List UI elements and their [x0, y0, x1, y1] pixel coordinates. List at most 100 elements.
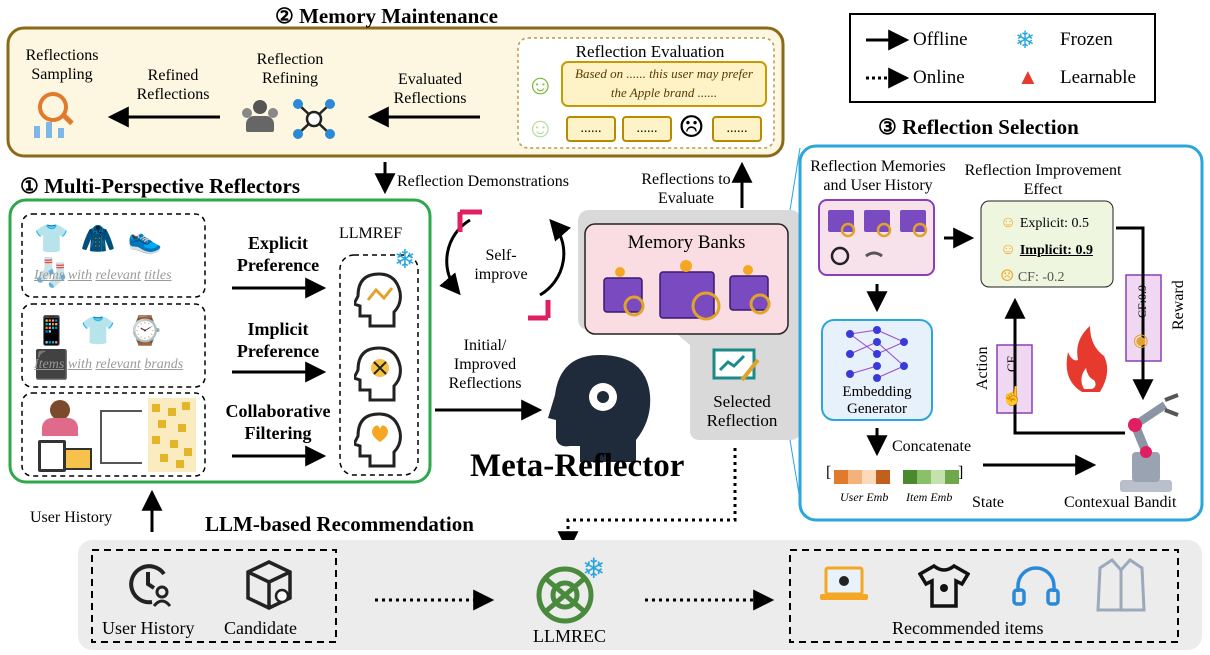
bracket-right: ]	[958, 464, 964, 481]
self-improve-label: Self-improve	[474, 247, 528, 283]
input-box	[91, 549, 337, 643]
interaction-matrix-icon	[148, 398, 196, 472]
selected-reflection-icon	[712, 346, 762, 386]
reflector-row-3-box	[21, 392, 206, 477]
smile-icon: ☺	[526, 70, 555, 101]
zoom-line-bottom	[789, 439, 801, 501]
explicit-head-icon	[351, 270, 404, 330]
demonstrations-label: Reflection Demonstrations	[397, 173, 569, 190]
to-evaluate-label: Reflections to Evaluate	[641, 171, 731, 207]
action-label: Action	[974, 346, 991, 390]
happy-face-icon: ☺	[1000, 241, 1017, 258]
surprised-face-icon: ☹	[1000, 268, 1015, 285]
effects-box	[980, 200, 1114, 288]
meta-reflector-label: Meta-Reflector	[470, 448, 685, 484]
effects-list: ☺ Explicit: 0.5 ☺ Implicit: 0.9 ☹ CF: -0…	[1000, 210, 1093, 291]
item-emb-label: Item Emb	[906, 490, 953, 504]
pink-corner-1	[457, 209, 482, 232]
embedding-label: Embedding Generator	[842, 384, 912, 417]
candidate-box-icon	[244, 558, 294, 612]
dots-box-1: ......	[566, 116, 616, 142]
llmref-frozen-icon: ❄	[394, 245, 416, 274]
jacket-icon: 🧥	[80, 224, 128, 255]
bandit-robot-icon	[1120, 393, 1179, 492]
evaluation-text: Based on ...... this user may prefer the…	[575, 66, 753, 100]
sampling-label: Reflections Sampling	[25, 47, 99, 83]
concatenate-label: Concatenate	[892, 438, 972, 455]
llmref-label: LLMREF	[339, 225, 403, 242]
state-label: State	[972, 494, 1004, 511]
sad-face-icon: ☹	[678, 111, 705, 144]
initial-improved-label: Initial/ Improved Reflections	[448, 337, 522, 392]
effect-implicit: Implicit: 0.9	[1019, 243, 1093, 258]
selected-reflection-label: Selected Reflection	[706, 392, 778, 430]
pink-corner-2	[528, 300, 551, 321]
output-box	[789, 549, 1179, 643]
memory-banks-label: Memory Banks	[627, 232, 746, 253]
history-user-icon	[124, 560, 174, 610]
apple-tshirt-icon	[917, 562, 971, 608]
legend-offline: Offline	[913, 29, 968, 50]
network-icon	[290, 96, 338, 142]
coin-hand-icon: ◉	[1133, 330, 1149, 350]
recommended-items-label: Recommended items	[892, 618, 1044, 638]
arrow-selected-to-llmrec	[557, 448, 737, 553]
happy-face-icon: ☺	[1000, 214, 1017, 231]
row1-caption: Items with relevant titles	[34, 268, 172, 283]
smile-faded-icon: ☺	[526, 113, 555, 144]
shirt-icon: 👕	[34, 224, 81, 255]
arrow-action	[1004, 297, 1125, 435]
socks-icon: 🧦	[34, 258, 81, 289]
zoom-line-top	[789, 147, 801, 211]
evaluated-label: Evaluated Reflections	[393, 71, 467, 107]
tshirt-icon: 👕	[80, 316, 128, 347]
headphones-icon	[1012, 562, 1060, 608]
collab-head-icon	[351, 410, 404, 470]
legend-learnable: Learnable	[1060, 67, 1136, 88]
laptop-icon	[820, 564, 868, 604]
shirt-icon	[1096, 556, 1146, 614]
improvement-label: Reflection Improvement Effect	[964, 162, 1122, 198]
llmref-box	[339, 254, 419, 476]
user-emb-label: User Emb	[840, 490, 889, 504]
implicit-head-icon	[351, 344, 404, 404]
user-history-flow-label: User History	[30, 509, 113, 526]
memories-icons	[826, 206, 930, 270]
llmrec-logo-icon	[536, 566, 594, 624]
dots-box-2: ......	[622, 116, 672, 142]
multi-perspective-title: ① Multi-Perspective Reflectors	[20, 174, 301, 198]
arrow-reward	[1116, 226, 1154, 401]
watch-icon: ⌚	[127, 316, 175, 347]
self-improve-arc-2	[539, 218, 571, 297]
embedding-network-icon	[842, 324, 912, 384]
reflector-row-1-box	[21, 213, 206, 298]
reflector-row-2-box	[21, 303, 206, 388]
hand-icon: ☝	[1001, 386, 1024, 406]
row2-caption: Items with relevant brands	[34, 357, 184, 372]
implicit-label: Implicit Preference	[236, 319, 320, 361]
dots-box-3: ......	[712, 116, 762, 142]
learnable-icon: ▲	[1017, 64, 1039, 89]
reflection-selection-title: ③ Reflection Selection	[878, 115, 1079, 139]
llmrec-label: LLMREC	[533, 626, 607, 646]
bracket-left: [	[826, 464, 832, 481]
legend-frozen: Frozen	[1060, 29, 1113, 50]
reward-label: Reward	[1170, 280, 1187, 330]
bandit-label: Contexual Bandit	[1064, 494, 1177, 511]
effect-cf: CF: -0.2	[1017, 270, 1065, 285]
rec-candidate-label: Candidate	[224, 618, 297, 638]
memory-banks-icons	[600, 260, 780, 326]
phone-icon: 📱	[34, 316, 81, 347]
recommendation-panel	[78, 540, 1202, 650]
memories-label: Reflection Memories and User History	[810, 158, 946, 194]
shoe-icon: 👟	[127, 224, 175, 255]
llmrec-frozen-icon: ❄	[582, 554, 606, 585]
team-icon	[240, 100, 280, 134]
user-emb-bar	[834, 470, 890, 484]
legend-online: Online	[913, 67, 965, 88]
evaluation-title: Reflection Evaluation	[575, 42, 725, 61]
users-cart-icon	[34, 400, 94, 472]
effect-explicit: Explicit: 0.5	[1019, 216, 1090, 231]
rec-user-history-label: User History	[102, 618, 195, 638]
